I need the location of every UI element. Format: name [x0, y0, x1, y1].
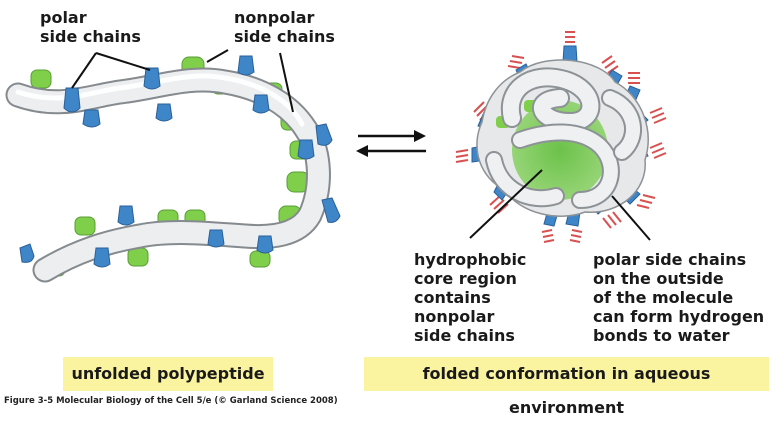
- folded-conformation: [455, 31, 667, 243]
- hbond-marks: [455, 31, 667, 243]
- equilibrium-arrows-icon: [356, 130, 426, 157]
- polar-side-chains-label: polar side chains: [40, 8, 141, 46]
- unfolded-polypeptide: [5, 49, 341, 283]
- hydrophobic-core-label: hydrophobic core region contains nonpola…: [414, 250, 527, 345]
- unfolded-caption: unfolded polypeptide: [63, 357, 273, 391]
- protein-folding-diagram: [5, 31, 667, 283]
- polar-outside-label: polar side chains on the outside of the …: [593, 250, 765, 345]
- figure-credit: Figure 3-5 Molecular Biology of the Cell…: [4, 396, 338, 406]
- pointer-lines-folded: [469, 169, 651, 241]
- pointer-lines-unfolded: [71, 49, 294, 113]
- polar-side-chains-unfolded: [19, 55, 341, 268]
- folded-caption: folded conformation in aqueous environme…: [364, 357, 769, 417]
- nonpolar-side-chains-label: nonpolar side chains: [234, 8, 335, 46]
